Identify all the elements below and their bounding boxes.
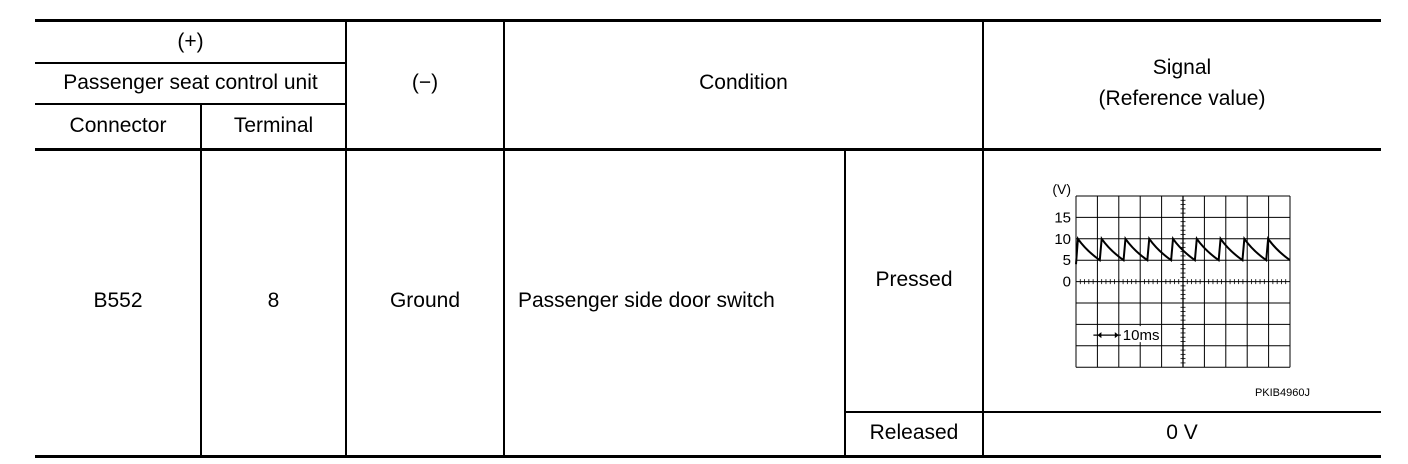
cell-connector: B552 [93, 289, 143, 312]
col-divider-connector [200, 104, 202, 456]
header-condition: Condition [699, 71, 788, 94]
header-signal-reference: (Reference value) [1098, 87, 1266, 110]
header-plus: (+) [177, 30, 204, 53]
header-unit: Passenger seat control unit [63, 71, 318, 94]
waveform-trace [1075, 235, 1291, 265]
y-unit-label: (V) [1052, 181, 1071, 197]
y-tick-label: 10 [1054, 231, 1071, 248]
col-divider-state [844, 150, 846, 456]
table-bottom-rule [35, 455, 1381, 458]
col-divider-terminal [345, 21, 347, 456]
y-tick-label: 15 [1054, 209, 1071, 226]
header-signal: Signal [1152, 56, 1212, 79]
header-connector: Connector [69, 114, 167, 137]
header-terminal: Terminal [233, 114, 314, 137]
table-top-rule [35, 19, 1381, 22]
arrow-head-left [1114, 332, 1119, 339]
cell-state-pressed: Pressed [875, 268, 953, 291]
cell-condition: Passenger side door switch [518, 289, 775, 312]
col-divider-signal [982, 21, 984, 456]
col-divider-minus [503, 21, 505, 456]
state-rule [845, 411, 1381, 413]
time-division-label: 10ms [1123, 327, 1160, 344]
time-label-bg [1120, 326, 1155, 343]
cell-minus: Ground [389, 289, 461, 312]
cell-state-released: Released [869, 421, 959, 444]
header-rule-2 [35, 103, 346, 105]
cell-released-value: 0 V [1166, 421, 1198, 444]
cell-terminal: 8 [267, 289, 280, 312]
y-tick-label: 0 [1063, 274, 1071, 291]
header-rule-1 [35, 62, 346, 64]
figure-id-label: PKIB4960J [1255, 387, 1310, 399]
arrow-head-right [1097, 332, 1102, 339]
y-tick-label: 5 [1063, 252, 1071, 269]
header-minus: (−) [411, 71, 439, 94]
header-bottom-rule [35, 148, 1381, 151]
